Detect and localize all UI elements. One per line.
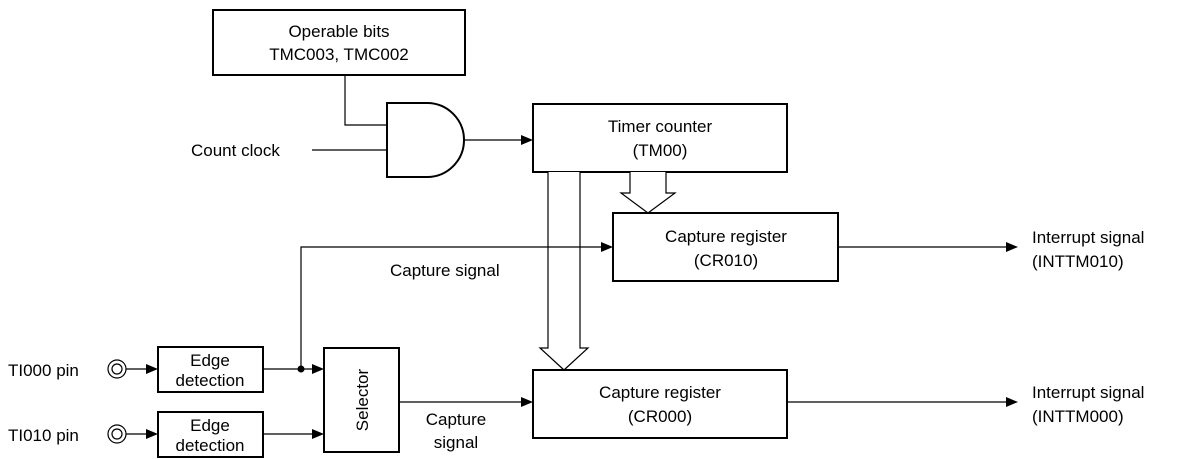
cr000-label-line2: (CR000) <box>628 407 692 426</box>
pin-ti000-label: TI000 pin <box>8 361 79 380</box>
interrupt-intt010-arrow <box>1006 242 1018 252</box>
capture-register-cr000-block: Capture register (CR000) <box>532 369 788 439</box>
capture-register-cr010-block: Capture register (CR010) <box>612 212 839 282</box>
selector-label: Selector <box>353 368 372 431</box>
timer-counter-block: Timer counter (TM00) <box>532 103 788 173</box>
capture-signal-lower-label-line2: signal <box>434 433 478 452</box>
cr000-label-line1: Capture register <box>599 383 721 402</box>
edge2-output-arrow <box>312 429 324 439</box>
timer-counter-label-line1: Timer counter <box>608 117 713 136</box>
edge-detection-block-1: Edge detection <box>157 346 264 393</box>
operable-bits-label-line1: Operable bits <box>288 22 389 41</box>
interrupt-intt000-arrow <box>1006 397 1018 407</box>
bus-tm00-to-cr010 <box>619 172 677 214</box>
pin-ti000-terminal-icon <box>107 359 127 379</box>
edge-detection-block-2: Edge detection <box>157 411 264 458</box>
ti010-arrow <box>146 429 158 439</box>
operable-bits-block: Operable bits TMC003, TMC002 <box>212 9 466 76</box>
ti000-arrow <box>146 364 158 374</box>
edge-detection-2-line2: detection <box>176 436 245 455</box>
edge-detection-1-line2: detection <box>176 371 245 390</box>
interrupt-intt010-label-line1: Interrupt signal <box>1032 228 1144 247</box>
interrupt-intt000-label-line2: (INTTM000) <box>1032 407 1124 426</box>
edge1-output-arrow <box>312 364 324 374</box>
and-output-arrow <box>521 135 533 145</box>
and-gate <box>386 102 465 178</box>
selector-output-arrow <box>521 397 533 407</box>
cr010-label-line2: (CR010) <box>694 251 758 270</box>
operable-bits-wire <box>344 75 387 126</box>
edge-detection-2-line1: Edge <box>190 416 230 435</box>
cr010-input-arrow <box>601 242 613 252</box>
pin-ti010-label: TI010 pin <box>8 426 79 445</box>
selector-block: Selector <box>323 347 400 453</box>
pin-ti010-terminal-icon <box>107 424 127 444</box>
cr010-label-line1: Capture register <box>665 227 787 246</box>
interrupt-intt010-label-line2: (INTTM010) <box>1032 252 1124 271</box>
timer-counter-label-line2: (TM00) <box>633 141 688 160</box>
count-clock-label: Count clock <box>191 141 280 160</box>
interrupt-intt000-label-line1: Interrupt signal <box>1032 383 1144 402</box>
capture-signal-lower-label-line1: Capture <box>426 410 486 429</box>
operable-bits-label-line2: TMC003, TMC002 <box>269 45 409 64</box>
capture-signal-upper-label: Capture signal <box>390 261 500 280</box>
capture-signal-wire-upper <box>300 246 604 369</box>
edge-detection-1-line1: Edge <box>190 351 230 370</box>
bus-tm00-to-cr000 <box>538 172 590 371</box>
junction-dot <box>297 365 305 373</box>
